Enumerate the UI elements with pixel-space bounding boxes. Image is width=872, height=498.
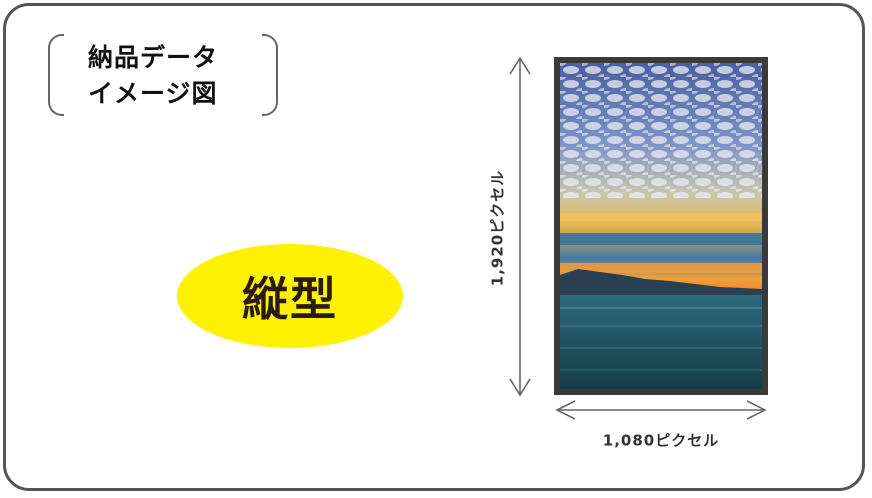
title-bracket-right bbox=[262, 34, 278, 116]
orientation-badge: 縦型 bbox=[177, 244, 403, 348]
photo-frame bbox=[554, 57, 768, 395]
orientation-label: 縦型 bbox=[242, 272, 338, 326]
width-dimension-label: 1,080ピクセル bbox=[602, 431, 720, 450]
title-bracket-left bbox=[48, 34, 64, 116]
height-dimension-label: 1,920ピクセル bbox=[488, 169, 507, 287]
title-line-2: イメージ図 bbox=[88, 79, 218, 108]
diagram-title: 納品データ イメージ図 bbox=[88, 40, 252, 112]
sunset-sea-photo bbox=[560, 63, 762, 389]
title-line-1: 納品データ bbox=[88, 43, 219, 72]
